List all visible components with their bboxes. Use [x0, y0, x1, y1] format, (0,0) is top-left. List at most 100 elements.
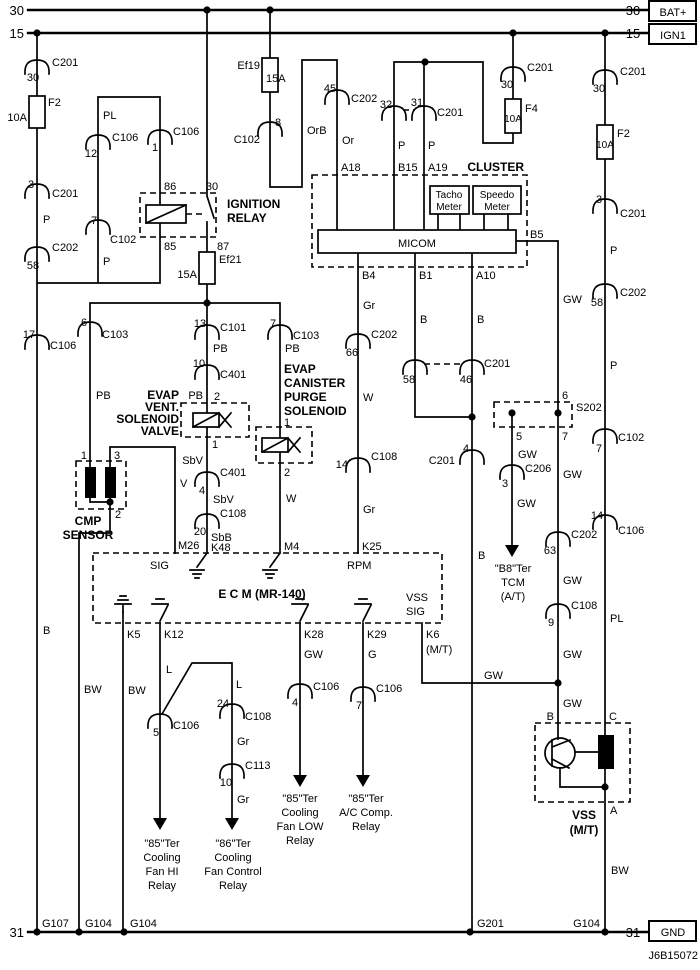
vss-box — [534, 722, 631, 803]
connector-pin: 1 — [152, 142, 158, 154]
evap-purge-title: EVAP — [284, 362, 316, 376]
wire-color: P — [428, 140, 435, 152]
evap-vent-title: SOLENOID — [116, 412, 179, 426]
junction-dots — [33, 6, 609, 936]
right-column: 30 C201 10A F2 3 C201 P 58 C202 P 7 C102… — [591, 66, 646, 625]
relay-target: Relay — [148, 880, 177, 892]
ecm-pin: K29 — [367, 629, 387, 641]
rail-30-left: 30 — [10, 3, 24, 18]
connector-pin: 14 — [591, 510, 603, 522]
ecm-pin: K28 — [304, 629, 324, 641]
connector-name: C106 — [618, 525, 644, 537]
ecm-signal-label: SIG — [150, 560, 169, 572]
relay-target: "85"Ter — [144, 838, 180, 850]
connector-pin: 32 — [380, 99, 392, 111]
connector-pin: 5 — [153, 727, 159, 739]
relay-title: RELAY — [227, 211, 267, 225]
wire-color: V — [180, 478, 188, 490]
ecm-title: E C M (MR-140) — [218, 587, 305, 601]
connector-name: C108 — [220, 508, 246, 520]
connector-name: C106 — [112, 132, 138, 144]
ecm-pin-note: (M/T) — [426, 644, 452, 656]
connector-pin: 3 — [502, 478, 508, 490]
terminal-arrow-icon — [225, 818, 239, 830]
tacho-meter-label: Meter — [436, 202, 462, 213]
connector-pin: 7 — [270, 318, 276, 330]
s202-box — [493, 401, 573, 428]
left-columns: 30 C201 10A F2 3 C201 P 58 C202 17 C106 … — [7, 57, 138, 637]
connector-name: C103 — [293, 330, 319, 342]
wire-color: PB — [188, 390, 203, 402]
gnd-box — [648, 920, 697, 942]
connector-pin: 30 — [27, 72, 39, 84]
wire-color: L — [236, 679, 242, 691]
wire-color: G — [368, 649, 377, 661]
relay-target: Fan Control — [204, 866, 261, 878]
cmp-pin: 2 — [115, 509, 121, 521]
connector-name: C401 — [220, 467, 246, 479]
connector-name: C202 — [351, 93, 377, 105]
connector-pin: 3 — [596, 194, 602, 206]
connector-pin: 9 — [548, 617, 554, 629]
cmp-sensor: 6 C103 PB 1 3 2 CMP SENSOR V BW — [63, 317, 188, 696]
relay-pin: 86 — [164, 181, 176, 193]
wire-color: PB — [213, 343, 228, 355]
connector-pin: 14 — [336, 459, 348, 471]
splice-pin: 6 — [562, 390, 568, 402]
wire-color: PB — [96, 390, 111, 402]
solenoid-pin: 2 — [214, 391, 220, 403]
ecm-pin: K25 — [362, 541, 382, 553]
ecm-pin: M26 — [178, 540, 199, 552]
fuse-name: Ef19 — [237, 60, 260, 72]
wire-color: P — [610, 360, 617, 372]
relay-target: A/C Comp. — [339, 807, 393, 819]
fuse-rating: 10A — [7, 112, 27, 124]
terminal-arrow-icon — [356, 775, 370, 787]
fuse-ef21 — [198, 251, 216, 285]
connector-pin: 4 — [199, 485, 205, 497]
cmp-pin: 1 — [81, 450, 87, 462]
cluster-pin: A19 — [428, 162, 448, 174]
connector-name: C102 — [618, 432, 644, 444]
fuse-name: F2 — [48, 97, 61, 109]
connector-name: C202 — [571, 529, 597, 541]
vss-pin: B — [547, 711, 554, 723]
relay-pin: 87 — [217, 241, 229, 253]
splice-name: S202 — [576, 402, 602, 414]
middle-columns: Gr 66 C202 W 14 C108 Gr B B 58 46 C201 4… — [336, 300, 511, 562]
wire-color: BW — [611, 865, 629, 877]
tcm-target: "B8"Ter — [495, 563, 532, 575]
solenoid-pin: 1 — [284, 417, 290, 429]
solenoid-pin: 2 — [284, 467, 290, 479]
component-bodies — [28, 57, 614, 830]
wire-color: SbB — [211, 532, 232, 544]
connector-pin: 4 — [292, 697, 298, 709]
wire-color: GW — [563, 649, 583, 661]
connector-name: C201 — [620, 208, 646, 220]
fuse-ef19 — [261, 57, 279, 93]
connector-name: C113 — [245, 760, 270, 772]
connector-name: C201 — [52, 188, 78, 200]
rail-15-right: 15 — [626, 26, 640, 41]
wire-color: BW — [84, 684, 102, 696]
relay-target: Cooling — [143, 852, 180, 864]
connector-name: C401 — [220, 369, 246, 381]
vss-pin: C — [609, 711, 617, 723]
connector-name: C201 — [437, 107, 463, 119]
vss-resistor-icon — [598, 735, 614, 769]
cmp-title: CMP — [75, 514, 102, 528]
wire-color: PB — [285, 343, 300, 355]
ground-label: G104 — [573, 918, 600, 930]
connector-pin: 31 — [411, 97, 423, 109]
rail-15-left: 15 — [10, 26, 24, 41]
connector-pin: 24 — [217, 698, 229, 710]
cluster: CLUSTER A18 B15 A19 Tacho Meter Speedo M… — [341, 160, 543, 282]
doc-number: J6B15072 — [648, 950, 698, 962]
evap-purge-title: SOLENOID — [284, 404, 347, 418]
relay-pin: 30 — [206, 181, 218, 193]
ecm-pin: M4 — [284, 541, 299, 553]
fuse-f2-right — [596, 124, 614, 160]
wire-color: OrB — [307, 125, 327, 137]
